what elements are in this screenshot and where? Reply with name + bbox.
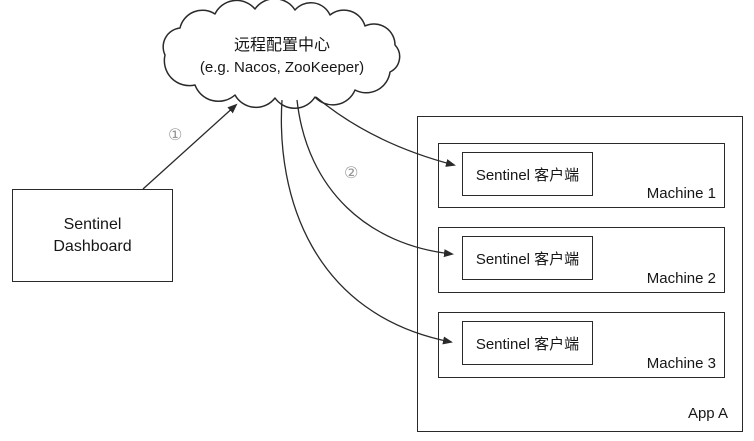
- machine-3-box: Sentinel 客户端 Machine 3: [438, 312, 725, 378]
- machine-2-box: Sentinel 客户端 Machine 2: [438, 227, 725, 293]
- app-a-container: Sentinel 客户端 Machine 1 Sentinel 客户端 Mach…: [417, 116, 743, 432]
- sentinel-dashboard-node: Sentinel Dashboard: [12, 189, 173, 282]
- app-a-label: App A: [687, 405, 728, 422]
- step-2-label: ②: [344, 165, 359, 182]
- machine-1-label: Machine 1: [646, 185, 716, 202]
- arrow-dashboard-to-config-center: [142, 103, 238, 190]
- sentinel-client-box-machine-2: Sentinel 客户端: [462, 236, 593, 280]
- sentinel-client-label: Sentinel 客户端: [475, 166, 580, 184]
- sentinel-client-label: Sentinel 客户端: [475, 250, 580, 268]
- machine-3-label: Machine 3: [646, 355, 716, 372]
- sentinel-dashboard-label-line1: Sentinel: [63, 215, 122, 233]
- machine-1-box: Sentinel 客户端 Machine 1: [438, 143, 725, 208]
- sentinel-dashboard-label-line2: Dashboard: [53, 237, 132, 255]
- config-center-subtitle: (e.g. Nacos, ZooKeeper): [199, 59, 365, 76]
- config-center-title: 远程配置中心: [233, 37, 330, 54]
- machine-2-label: Machine 2: [646, 270, 716, 287]
- sentinel-client-label: Sentinel 客户端: [475, 335, 580, 353]
- step-1-label: ①: [168, 127, 183, 144]
- config-center-node: 远程配置中心 (e.g. Nacos, ZooKeeper): [157, 35, 407, 79]
- sentinel-client-box-machine-1: Sentinel 客户端: [462, 152, 593, 196]
- sentinel-client-box-machine-3: Sentinel 客户端: [462, 321, 593, 365]
